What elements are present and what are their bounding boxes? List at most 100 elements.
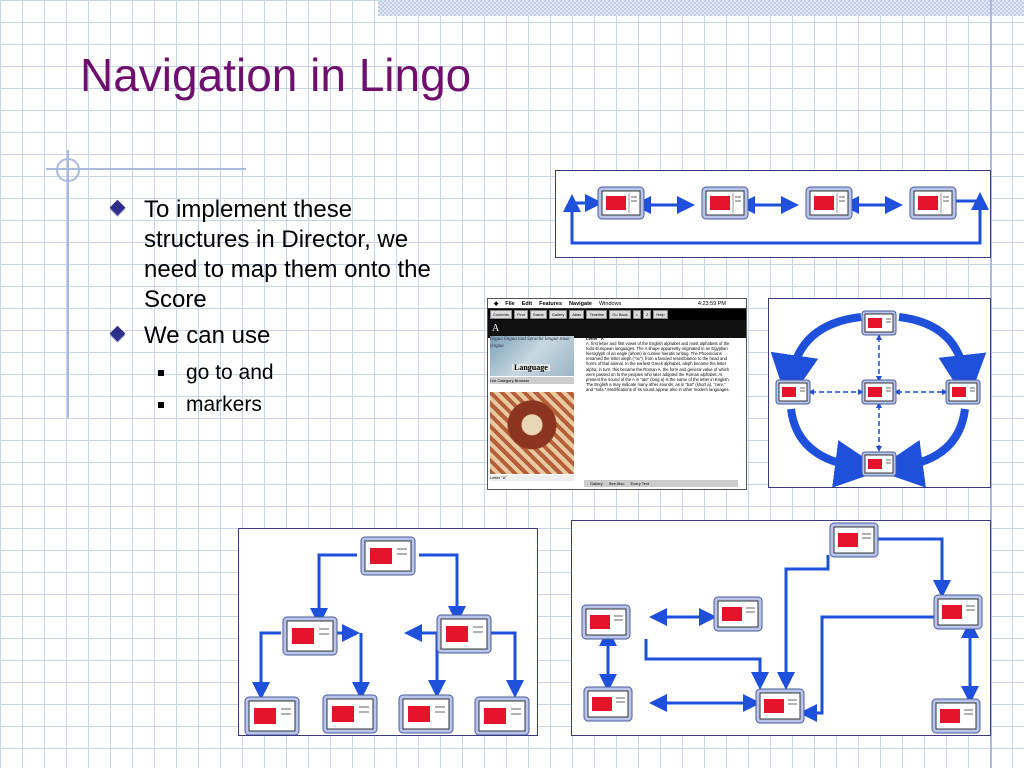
window-node-icon [597, 186, 645, 220]
language-image: lingua lingua taal Sprache langue язык l… [490, 336, 574, 376]
window-node-icon [282, 616, 338, 656]
ring-arc [770, 313, 862, 403]
arrow [777, 555, 830, 690]
toolbar-button: Go Back [609, 310, 631, 319]
bullet-item: To implement these structures in Directo… [108, 195, 438, 315]
window-node-icon [713, 596, 763, 632]
window-node-icon [861, 379, 897, 405]
window-node-icon [945, 379, 981, 405]
decor-circle-icon [56, 158, 80, 182]
header-band [378, 0, 1024, 16]
bullet-item: We can use [108, 321, 438, 351]
apple-icon: ◆ [494, 300, 499, 307]
ring-arc [787, 408, 883, 487]
bullet-text: We can use [144, 322, 271, 349]
menu-item: Windows [598, 300, 622, 307]
toolbar-button: Game [529, 310, 547, 319]
clock: 4:23:59 PM [697, 300, 726, 307]
bottom-bar: Gallery See Also Every Text [584, 480, 738, 487]
sub-bullet-item: go to and [108, 357, 438, 389]
slide-title: Navigation in Lingo [80, 49, 472, 101]
ring-arc [898, 313, 987, 403]
diamond-bullet-icon [109, 325, 126, 342]
article-body: A, first letter and first vowel of the E… [586, 341, 730, 392]
arrow [644, 639, 769, 690]
menu-item: Navigate [569, 300, 592, 307]
window-node-icon [829, 522, 879, 558]
article-text: Letter "A" A, first letter and first vow… [586, 336, 731, 392]
window-node-icon [436, 614, 492, 654]
toolbar-button: Gallery [548, 310, 568, 319]
window-node-icon [322, 694, 378, 734]
toolbar-button: Help [653, 310, 668, 319]
window-node-icon [474, 696, 530, 735]
ring-arrows [770, 313, 987, 487]
window-node-icon [398, 694, 454, 734]
window-node-icon [755, 688, 805, 724]
decor-horizontal-line [46, 168, 246, 170]
arrow [419, 553, 466, 624]
diamond-bullet-icon [109, 199, 126, 216]
network-structure-diagram [571, 520, 991, 736]
linear-structure-diagram [555, 170, 991, 258]
window-node-icon [861, 310, 897, 336]
sub-bullet-text: markers [186, 393, 262, 416]
director-screenshot: ◆ File Edit Features Navigate Windows 4:… [487, 298, 747, 490]
window-node-icon [909, 186, 957, 220]
toolbar-button: < [632, 310, 641, 319]
image-words: lingua lingua taal Sprache langue язык l… [490, 337, 570, 349]
window-node-icon [581, 604, 631, 640]
network-arrows [599, 537, 979, 722]
toolbar-button: Contents [490, 310, 513, 319]
window-node-icon [701, 186, 749, 220]
window-node-icon [861, 451, 897, 477]
menu-bar: ◆ File Edit Features Navigate Windows 4:… [488, 299, 746, 309]
toolbar-button: Timeline [586, 310, 608, 319]
window-node-icon [244, 696, 300, 735]
window-node-icon [583, 686, 633, 722]
diagram-arrows [563, 192, 989, 245]
bullet-list: To implement these structures in Directo… [108, 195, 438, 421]
image-label: Language [512, 363, 550, 372]
linear-diagram-canvas [563, 186, 989, 245]
bottom-button: Gallery [590, 481, 603, 486]
square-bullet-icon [158, 370, 164, 376]
arrow [878, 537, 951, 598]
toolbar-button: Atlas [569, 310, 585, 319]
image-caption: Letter "A" [490, 475, 574, 481]
loop-arrow [563, 192, 989, 245]
browser-tabs: List Category Browser [490, 377, 574, 384]
toolbar: Contents Find Game Gallery Atlas Timelin… [488, 309, 746, 320]
article-title: Letter "A" [586, 336, 606, 341]
sub-bullet-item: markers [108, 389, 438, 421]
decor-vertical-line-left [67, 150, 69, 418]
arrow [799, 615, 934, 722]
menu-item: Edit [521, 300, 533, 307]
tree-diagram-canvas [244, 536, 530, 735]
menu-item: Features [539, 300, 563, 307]
bullet-text: To implement these structures in Directo… [144, 196, 431, 313]
ring-diagram-canvas [770, 310, 987, 487]
network-diagram-canvas [581, 522, 983, 734]
window-node-icon [933, 594, 983, 630]
toolbar-button: Find [514, 310, 528, 319]
window-node-icon [931, 698, 981, 734]
hierarchy-structure-diagram [238, 528, 538, 736]
ring-structure-diagram [768, 298, 991, 488]
ring-arc [875, 408, 969, 487]
window-node-icon [360, 536, 416, 576]
window-node-icon [805, 186, 853, 220]
bottom-button: Every Text [630, 481, 650, 486]
menu-item: File [505, 300, 515, 307]
tapestry-image [490, 392, 574, 474]
bottom-button: See Also [608, 481, 625, 486]
decor-vertical-line [990, 0, 992, 768]
arrow [252, 631, 281, 700]
window-node-icon [775, 379, 811, 405]
arrow [310, 553, 357, 626]
letter-heading: A [488, 320, 746, 338]
square-bullet-icon [158, 402, 164, 408]
sub-bullet-text: go to and [186, 361, 274, 384]
arrow [491, 631, 524, 698]
toolbar-button: Z [642, 310, 652, 319]
